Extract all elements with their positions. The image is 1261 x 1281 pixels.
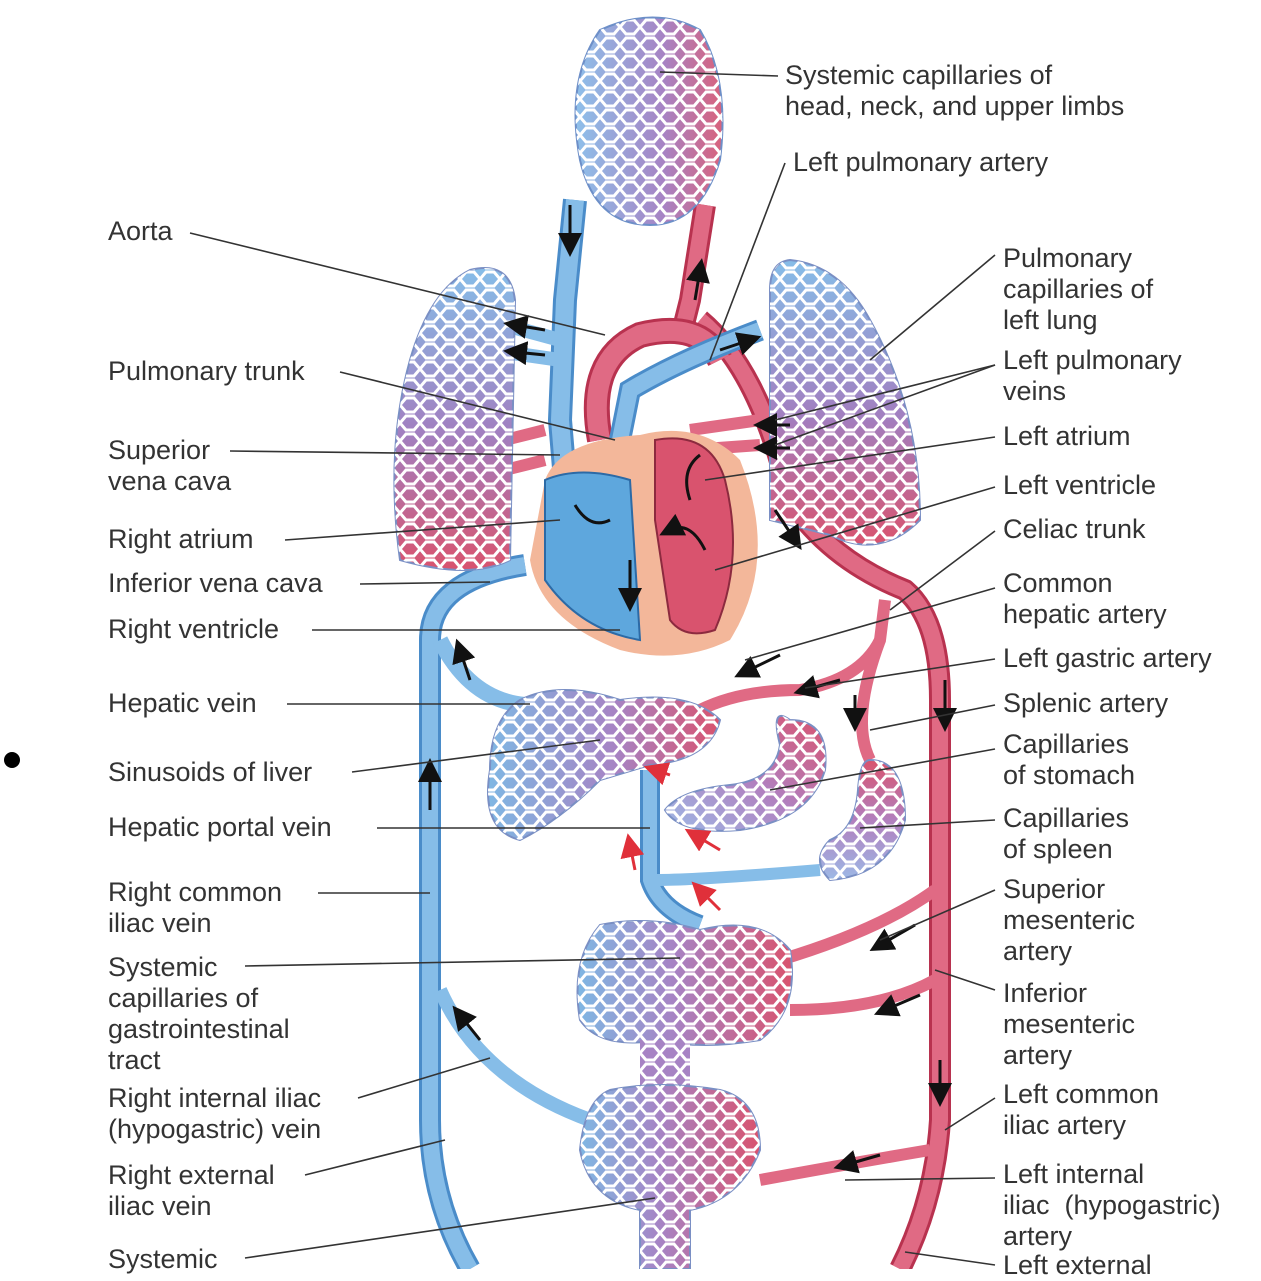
label-left-internal-iliac-artery: Left internal iliac (hypogastric) artery [1003, 1159, 1221, 1252]
label-superior-vena-cava: Superior vena cava [108, 435, 231, 497]
label-hepatic-portal-vein: Hepatic portal vein [108, 812, 332, 843]
label-inferior-vena-cava: Inferior vena cava [108, 568, 323, 599]
head-capillary-bed [576, 18, 723, 226]
label-left-gastric-artery: Left gastric artery [1003, 643, 1212, 674]
label-systemic-bottom: Systemic [108, 1244, 218, 1275]
label-systemic-capillaries-gi: Systemic capillaries of gastrointestinal… [108, 952, 290, 1076]
label-left-external-cut: Left external [1003, 1250, 1152, 1281]
label-capillaries-of-stomach: Capillaries of stomach [1003, 729, 1135, 791]
label-left-atrium: Left atrium [1003, 421, 1131, 452]
label-celiac-trunk: Celiac trunk [1003, 514, 1146, 545]
label-right-internal-iliac-vein: Right internal iliac (hypogastric) vein [108, 1083, 321, 1145]
label-hepatic-vein: Hepatic vein [108, 688, 257, 719]
label-superior-mesenteric-artery: Superior mesenteric artery [1003, 874, 1135, 967]
pelvic-capillary-bed [580, 1085, 760, 1269]
label-left-ventricle: Left ventricle [1003, 470, 1156, 501]
label-splenic-artery: Splenic artery [1003, 688, 1168, 719]
label-pulmonary-trunk: Pulmonary trunk [108, 356, 305, 387]
label-right-external-iliac-vein: Right external iliac vein [108, 1160, 275, 1222]
label-right-ventricle: Right ventricle [108, 614, 279, 645]
gi-capillary-bed [578, 921, 793, 1090]
label-aorta: Aorta [108, 216, 173, 247]
label-left-pulmonary-artery: Left pulmonary artery [793, 147, 1048, 178]
label-systemic-capillaries-head: Systemic capillaries of head, neck, and … [785, 60, 1124, 122]
heart [530, 431, 758, 656]
label-common-hepatic-artery: Common hepatic artery [1003, 568, 1167, 630]
label-sinusoids-of-liver: Sinusoids of liver [108, 757, 312, 788]
label-right-common-iliac-vein: Right common iliac vein [108, 877, 282, 939]
label-right-atrium: Right atrium [108, 524, 254, 555]
label-capillaries-of-spleen: Capillaries of spleen [1003, 803, 1129, 865]
label-inferior-mesenteric-artery: Inferior mesenteric artery [1003, 978, 1135, 1071]
label-left-common-iliac-artery: Left common iliac artery [1003, 1079, 1159, 1141]
label-left-pulmonary-veins: Left pulmonary veins [1003, 345, 1182, 407]
label-pulmonary-capillaries-left-lung: Pulmonary capillaries of left lung [1003, 243, 1153, 336]
